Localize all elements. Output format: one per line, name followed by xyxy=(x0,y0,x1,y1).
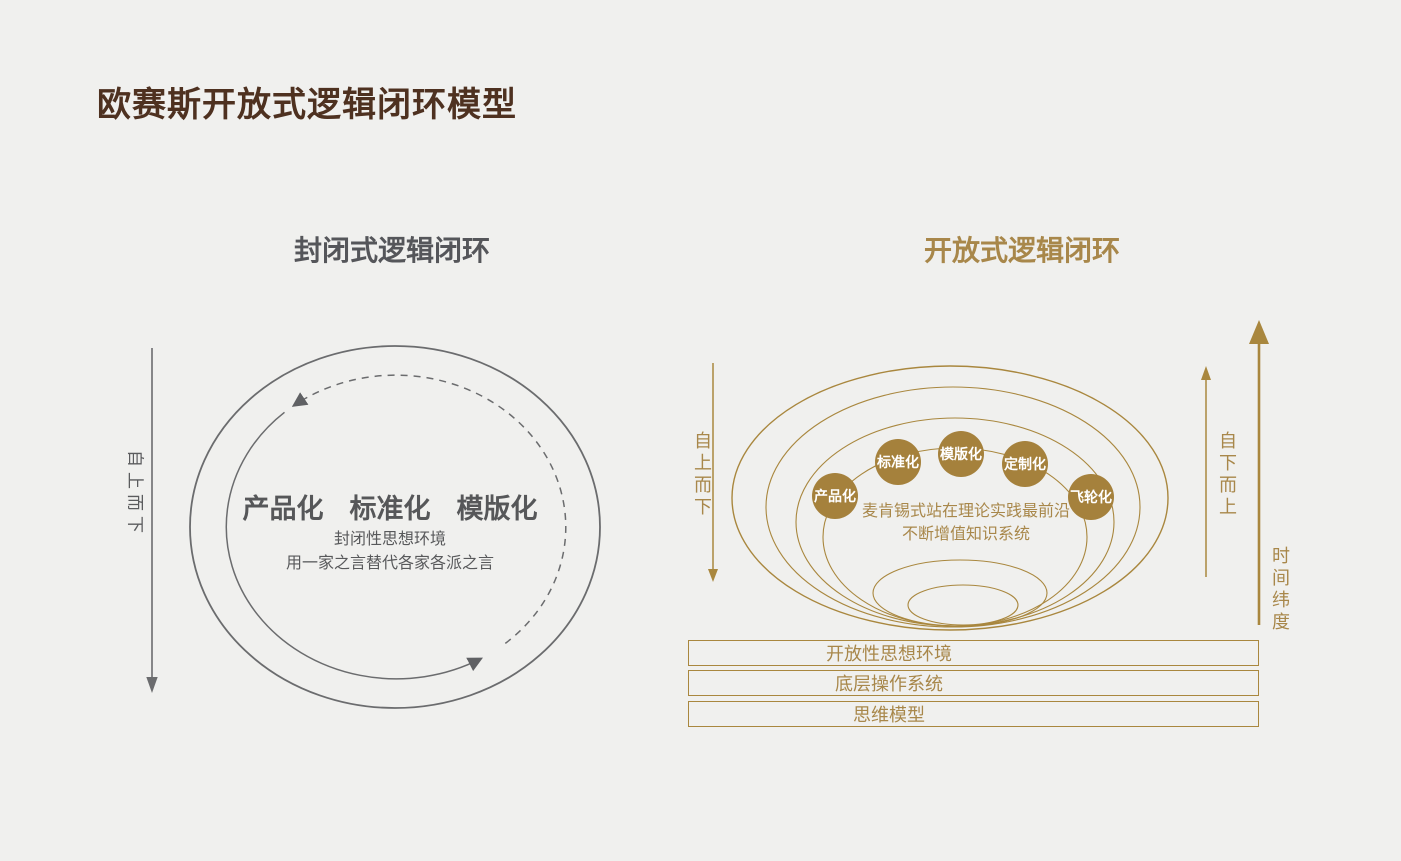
right-axis-label-bottom-up: 自下而上 xyxy=(1216,431,1237,519)
closed-loop-outer-circle xyxy=(189,345,601,709)
node-templatization: 模版化 xyxy=(938,431,984,477)
time-axis-arrow-icon xyxy=(1249,320,1269,625)
node-standardization: 标准化 xyxy=(875,439,921,485)
closed-loop-desc-line1: 封闭性思想环境 xyxy=(333,529,446,548)
closed-loop-desc-line2: 用一家之言替代各家各派之言 xyxy=(285,553,494,572)
keyword-templatization: 模版化 xyxy=(456,494,538,525)
layer-box-operating-system: 底层操作系统 xyxy=(688,670,1259,696)
right-axis-label-top-down: 自上而下 xyxy=(691,431,712,519)
layer-label: 思维模型 xyxy=(853,705,925,726)
node-flywheel: 飞轮化 xyxy=(1068,474,1114,520)
left-axis-label-top-down: 自上而下 xyxy=(124,450,145,538)
closed-loop-keywords: 产品化 标准化 模版化 xyxy=(230,487,550,526)
keyword-productization: 产品化 xyxy=(242,494,324,525)
time-axis-label: 时间纬度 xyxy=(1269,546,1290,634)
layer-label: 底层操作系统 xyxy=(835,674,943,695)
open-loop-heading: 开放式逻辑闭环 xyxy=(923,234,1120,267)
closed-loop-solid-cycle-arrow-icon xyxy=(225,411,484,680)
node-productization: 产品化 xyxy=(812,473,858,519)
right-top-down-arrow-icon xyxy=(708,363,718,582)
open-loop-center-line1: 麦肯锡式站在理论实践最前沿 xyxy=(861,501,1070,520)
layer-box-open-environment: 开放性思想环境 xyxy=(688,640,1259,666)
layer-label: 开放性思想环境 xyxy=(826,644,952,665)
closed-loop-dashed-cycle-arrow-icon xyxy=(291,374,567,644)
layer-box-thinking-model: 思维模型 xyxy=(688,701,1259,727)
left-top-down-arrow-icon xyxy=(146,348,158,693)
closed-loop-heading: 封闭式逻辑闭环 xyxy=(293,234,490,267)
right-bottom-up-arrow-icon xyxy=(1201,366,1211,577)
page-title: 欧赛斯开放式逻辑闭环模型 xyxy=(97,85,517,125)
node-customization: 定制化 xyxy=(1002,441,1048,487)
keyword-standardization: 标准化 xyxy=(349,494,431,525)
open-loop-center-line2: 不断增值知识系统 xyxy=(901,524,1030,543)
